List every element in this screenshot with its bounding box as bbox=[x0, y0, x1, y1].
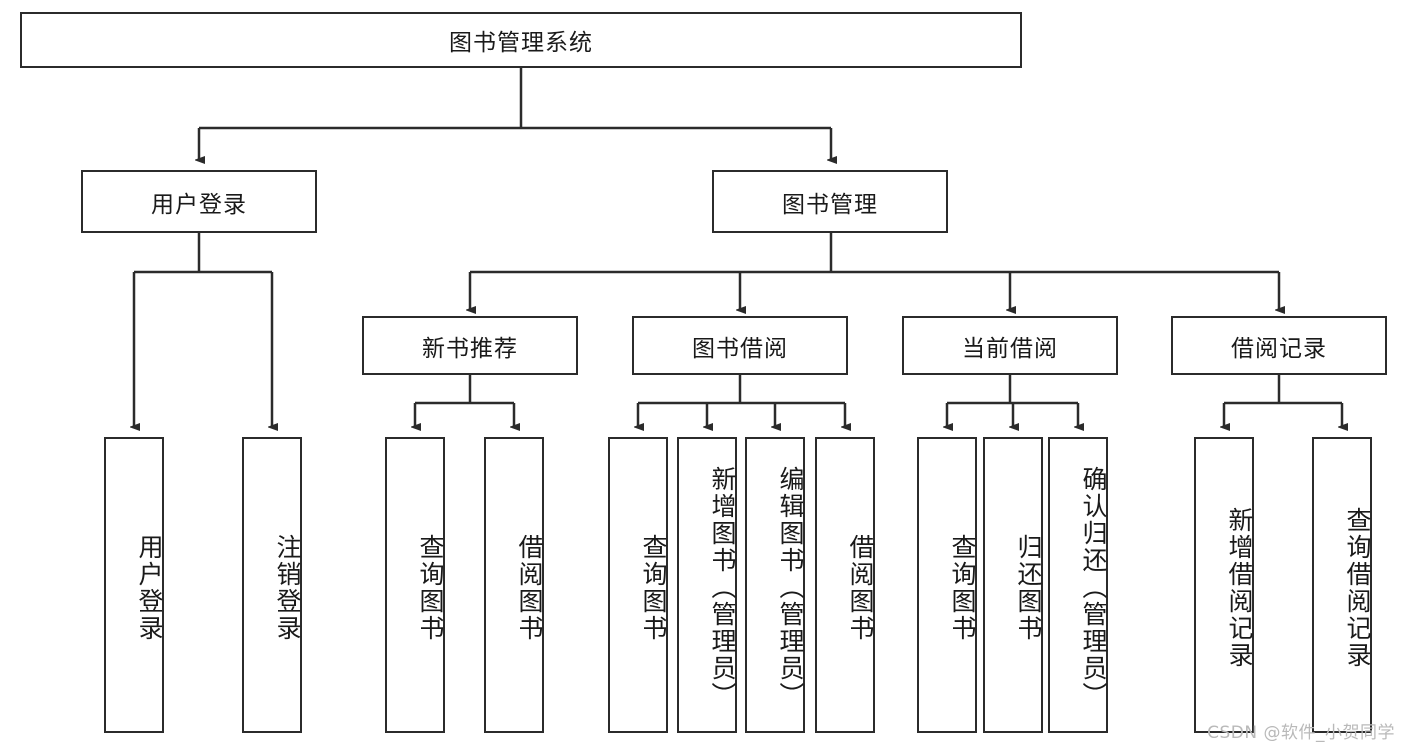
leaf-borrowrecord-query-record[interactable]: 查询借阅记录 bbox=[1312, 437, 1372, 733]
node-label: 借阅图书 bbox=[515, 534, 544, 642]
leaf-currentborrow-return-book[interactable]: 归还图书 bbox=[983, 437, 1043, 733]
leaf-logout[interactable]: 注销登录 bbox=[242, 437, 302, 733]
node-user-login[interactable]: 用户登录 bbox=[81, 170, 317, 233]
node-label: 查询图书 bbox=[639, 534, 668, 642]
leaf-bookborrow-borrow-book[interactable]: 借阅图书 bbox=[815, 437, 875, 733]
node-label: 新增图书（管理员） bbox=[708, 465, 737, 709]
leaf-bookborrow-add-book-admin[interactable]: 新增图书（管理员） bbox=[677, 437, 737, 733]
node-label: 图书管理 bbox=[782, 191, 878, 218]
leaf-borrowrecord-add-record[interactable]: 新增借阅记录 bbox=[1194, 437, 1254, 733]
node-label: 确认归还（管理员） bbox=[1079, 465, 1108, 709]
node-label: 新书推荐 bbox=[422, 335, 518, 362]
node-book-management[interactable]: 图书管理 bbox=[712, 170, 948, 233]
node-book-borrow[interactable]: 图书借阅 bbox=[632, 316, 848, 375]
leaf-currentborrow-confirm-return-admin[interactable]: 确认归还（管理员） bbox=[1048, 437, 1108, 733]
node-label: 查询图书 bbox=[416, 534, 445, 642]
leaf-user-login[interactable]: 用户登录 bbox=[104, 437, 164, 733]
node-label: 查询借阅记录 bbox=[1343, 507, 1372, 669]
leaf-newbook-borrow-book[interactable]: 借阅图书 bbox=[484, 437, 544, 733]
node-label: 图书管理系统 bbox=[449, 30, 593, 56]
node-label: 归还图书 bbox=[1014, 534, 1043, 642]
node-root-book-management-system[interactable]: 图书管理系统 bbox=[20, 12, 1022, 68]
node-label: 用户登录 bbox=[135, 534, 164, 642]
node-label: 编辑图书（管理员） bbox=[776, 465, 805, 709]
node-label: 当前借阅 bbox=[962, 335, 1058, 362]
leaf-bookborrow-edit-book-admin[interactable]: 编辑图书（管理员） bbox=[745, 437, 805, 733]
watermark-csdn: CSDN @软件_小贺同学 bbox=[1207, 723, 1395, 743]
node-borrow-record[interactable]: 借阅记录 bbox=[1171, 316, 1387, 375]
leaf-currentborrow-query-book[interactable]: 查询图书 bbox=[917, 437, 977, 733]
node-label: 借阅图书 bbox=[846, 534, 875, 642]
node-label: 注销登录 bbox=[273, 534, 302, 642]
node-label: 借阅记录 bbox=[1231, 335, 1327, 362]
node-label: 新增借阅记录 bbox=[1225, 507, 1254, 669]
node-label: 查询图书 bbox=[948, 534, 977, 642]
node-new-book-recommendation[interactable]: 新书推荐 bbox=[362, 316, 578, 375]
node-label: 图书借阅 bbox=[692, 335, 788, 362]
leaf-bookborrow-query-book[interactable]: 查询图书 bbox=[608, 437, 668, 733]
node-current-borrow[interactable]: 当前借阅 bbox=[902, 316, 1118, 375]
leaf-newbook-query-book[interactable]: 查询图书 bbox=[385, 437, 445, 733]
node-label: 用户登录 bbox=[151, 191, 247, 218]
